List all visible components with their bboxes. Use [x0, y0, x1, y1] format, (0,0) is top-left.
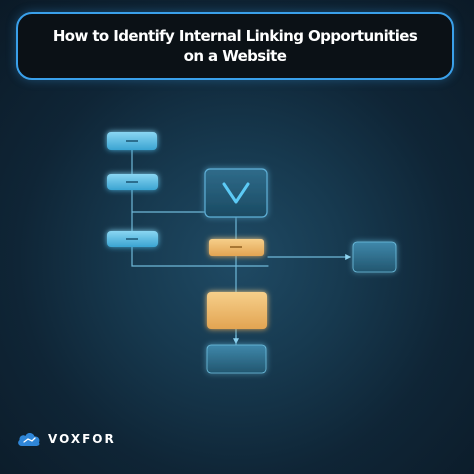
- brand-logo: VOXFOR: [16, 430, 116, 448]
- node-orange-small: [209, 239, 264, 256]
- node-step-2: [107, 174, 158, 190]
- node-orange-large: [207, 292, 267, 329]
- connector-side-to-main: [131, 246, 269, 267]
- connector-lines: [131, 149, 352, 346]
- node-step-3: [107, 231, 158, 247]
- title-banner: How to Identify Internal Linking Opportu…: [16, 12, 454, 80]
- node-bottom: [206, 344, 267, 374]
- node-start: [107, 132, 157, 150]
- node-right-target: [352, 241, 397, 273]
- brand-name: VOXFOR: [48, 432, 116, 446]
- decision-node: [204, 168, 268, 218]
- chevron-down-icon: [222, 182, 250, 204]
- page-title: How to Identify Internal Linking Opportu…: [52, 26, 418, 65]
- cloud-logo-icon: [18, 433, 40, 446]
